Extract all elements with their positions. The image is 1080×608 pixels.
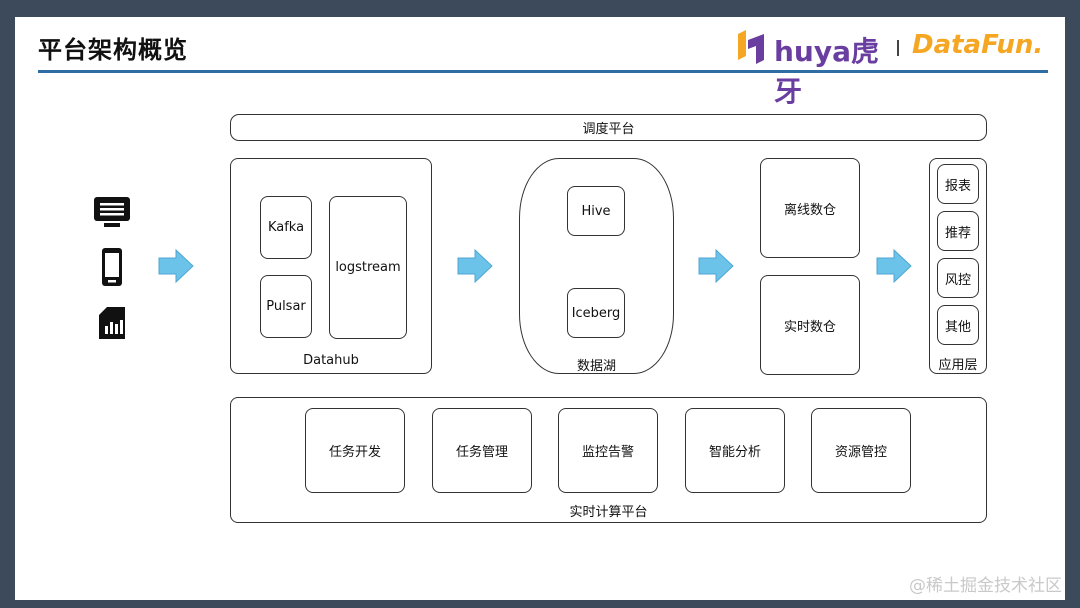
compute-item-smart-analysis: 智能分析: [685, 408, 785, 493]
app-layer-label: 应用层: [938, 358, 978, 373]
logo-separator: [897, 40, 899, 56]
offline-warehouse: 离线数仓: [760, 158, 860, 258]
app-item-recommend: 推荐: [937, 211, 979, 251]
decorative-corner: [1065, 380, 1080, 608]
compute-item-task-dev: 任务开发: [305, 408, 405, 493]
title-underline: [38, 70, 1048, 73]
scheduler-platform: 调度平台: [230, 114, 987, 141]
arrow-right-icon: [457, 249, 493, 283]
app-item-report: 报表: [937, 164, 979, 204]
huya-logo-text: huya虎牙: [774, 35, 880, 108]
arrow-right-icon: [876, 249, 912, 283]
compute-item-task-mgmt: 任务管理: [432, 408, 532, 493]
datahub-item-pulsar: Pulsar: [260, 275, 312, 338]
compute-platform-label: 实时计算平台: [569, 505, 648, 520]
arrow-right-icon: [158, 249, 194, 283]
huya-logo: huya虎牙: [736, 28, 886, 108]
sim-card-icon: [99, 307, 125, 339]
datalake-label: 数据湖: [576, 359, 616, 374]
datahub-label: Datahub: [303, 353, 359, 368]
mobile-phone-icon: [102, 248, 122, 286]
datalake-item-iceberg: Iceberg: [567, 288, 625, 338]
watermark: @稀土掘金技术社区: [909, 576, 1062, 596]
huya-logo-icon: [738, 30, 764, 64]
datahub-item-logstream: logstream: [329, 196, 407, 339]
compute-item-monitor-alert: 监控告警: [558, 408, 658, 493]
datalake-item-hive: Hive: [567, 186, 625, 236]
realtime-warehouse: 实时数仓: [760, 275, 860, 375]
app-item-other: 其他: [937, 305, 979, 345]
page-title: 平台架构概览: [38, 36, 188, 64]
arrow-right-icon: [698, 249, 734, 283]
app-item-risk-control: 风控: [937, 258, 979, 298]
compute-item-resource-control: 资源管控: [811, 408, 911, 493]
datahub-item-kafka: Kafka: [260, 196, 312, 259]
monitor-icon: [94, 197, 130, 227]
datafun-logo: DataFun.: [912, 30, 1044, 60]
